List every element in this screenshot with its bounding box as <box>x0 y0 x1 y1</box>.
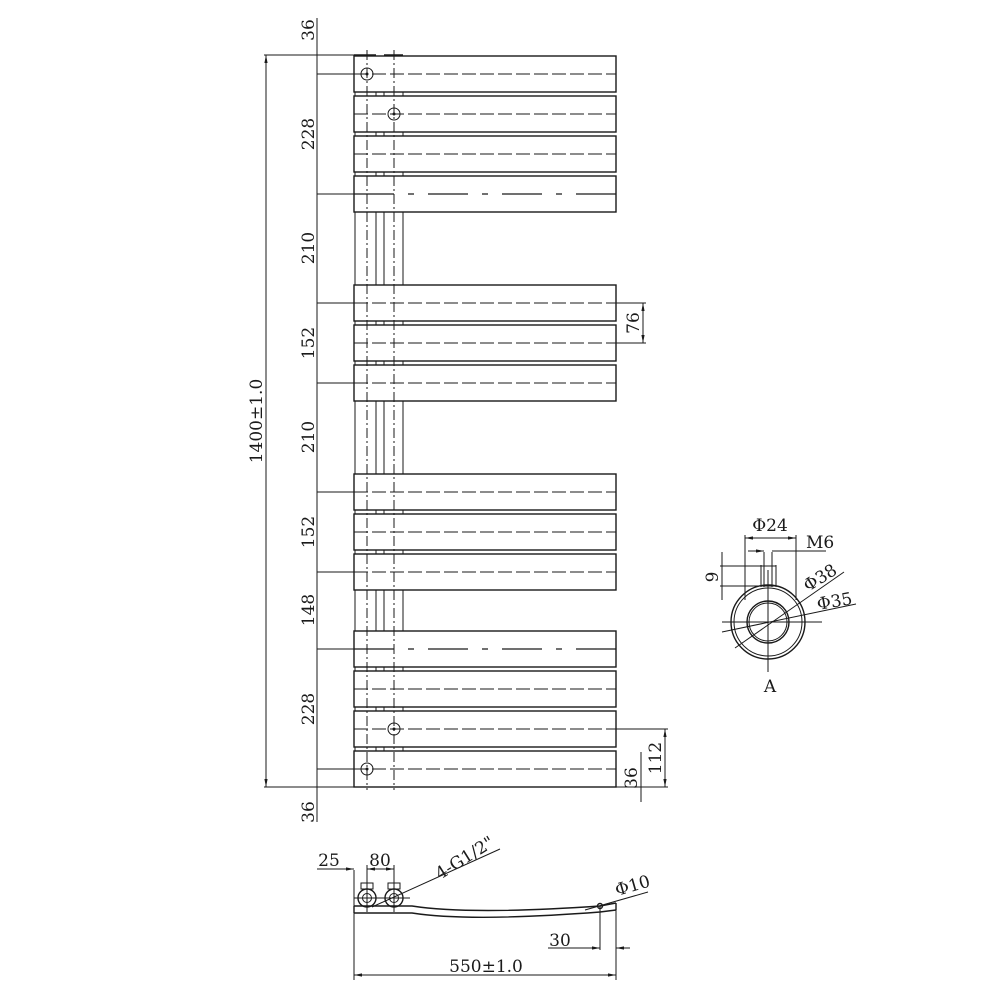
overall-height-dimension: 1400±1.0 <box>247 54 354 788</box>
dim-group-4: 228 <box>299 693 319 725</box>
offset-label: 25 <box>318 851 340 871</box>
boss-diameter-label: Φ24 <box>752 516 788 536</box>
thread-label: M6 <box>806 533 834 553</box>
dim-gap-3: 148 <box>299 594 319 626</box>
front-view: 1400±1.0 36 228 210 152 210 152 148 228 … <box>247 18 668 823</box>
dim-bar-pitch: 76 <box>624 312 644 334</box>
left-chain-dimensions: 36 228 210 152 210 152 148 228 36 <box>299 18 354 823</box>
overall-height-label: 1400±1.0 <box>247 379 267 464</box>
dim-bottom-connection: 36 <box>622 767 642 789</box>
connection-label: 4-G1/2" <box>432 833 498 885</box>
detail-view-a: Φ24 M6 9 Φ38 Φ35 A <box>703 516 857 697</box>
connection-points <box>360 67 401 776</box>
inner-diameter-label: Φ35 <box>815 589 854 615</box>
dim-group-2: 152 <box>299 327 319 359</box>
bar-group-1 <box>353 55 617 213</box>
overall-width-label: 550±1.0 <box>449 957 523 977</box>
vent-offset-label: 30 <box>549 931 571 951</box>
dim-gap-2: 210 <box>299 421 319 453</box>
boss-height-label: 9 <box>703 572 723 583</box>
dim-lower-connection: 112 <box>646 742 666 774</box>
bar-group-4 <box>353 630 617 788</box>
dim-gap-1: 210 <box>299 232 319 264</box>
dim-bottom-offset: 36 <box>299 801 319 823</box>
dim-top-offset: 36 <box>299 19 319 41</box>
dim-group-1: 228 <box>299 118 319 150</box>
side-view: 25 80 4-G1/2" Φ10 30 550±1.0 <box>317 833 653 980</box>
bar-centerlines <box>354 73 616 770</box>
right-dimensions: 76 112 36 <box>616 302 668 802</box>
dim-group-3: 152 <box>299 516 319 548</box>
pipe-spacing-label: 80 <box>369 851 391 871</box>
vent-label: Φ10 <box>613 872 653 901</box>
detail-label: A <box>763 677 777 697</box>
